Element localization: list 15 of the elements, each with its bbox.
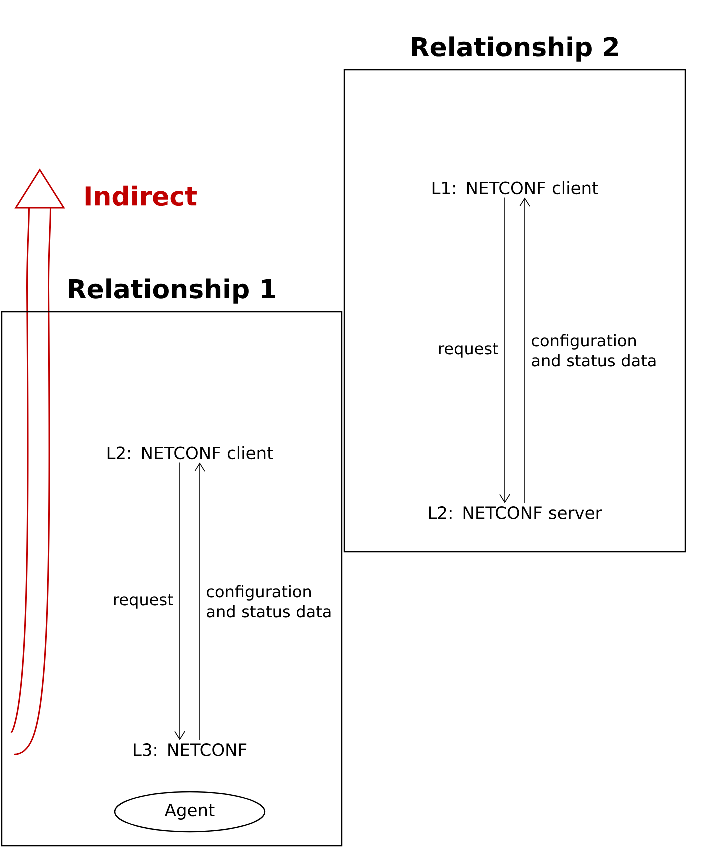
edge-label: configuration and status data: [207, 585, 331, 618]
arrow: [174, 462, 186, 740]
node-label: Relationship 1: [69, 278, 276, 304]
node-label: L2: NETCONF server: [429, 506, 602, 520]
arrow: [520, 198, 530, 504]
arrow: [194, 462, 206, 741]
edge-label: configuration and status data: [532, 334, 656, 367]
node-label: L3: NETCONF: [134, 744, 247, 756]
indirect-label: Indirect: [86, 186, 197, 206]
arrow: [500, 197, 510, 504]
edge-label: request: [114, 594, 174, 609]
node-label: L2: NETCONF client: [108, 446, 274, 460]
node-label: L1: NETCONF client: [432, 181, 598, 195]
edge-label: request: [439, 343, 498, 358]
node-label: Relationship 2: [412, 36, 618, 62]
